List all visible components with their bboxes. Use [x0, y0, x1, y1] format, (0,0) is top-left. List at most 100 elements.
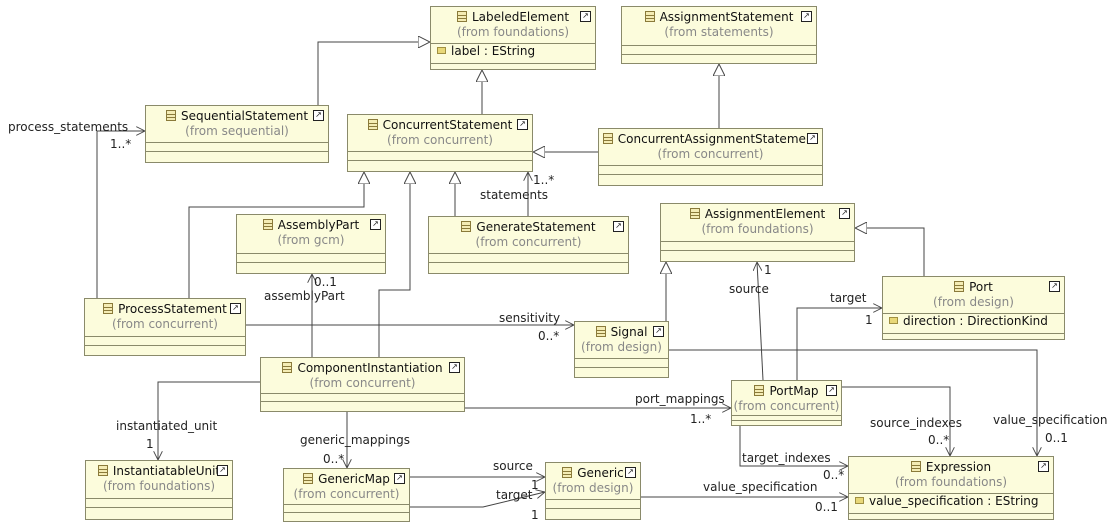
class-icon	[602, 133, 613, 144]
role-label: target	[830, 291, 867, 305]
class-icon	[456, 11, 467, 22]
assoc-source	[757, 262, 764, 381]
role-label: target	[496, 488, 533, 502]
class-icon	[644, 11, 655, 22]
role-label: source_indexes	[870, 416, 962, 430]
multiplicity-label: 1..*	[533, 173, 555, 187]
shortcut-link-icon[interactable]: ↗	[313, 110, 324, 121]
assoc-value-spec-signal	[669, 350, 1037, 456]
class-name: PortMap	[769, 384, 819, 398]
class-name: Signal	[610, 325, 648, 339]
multiplicity-label: 0..*	[823, 468, 845, 482]
class-icon	[367, 119, 378, 130]
package-label: (from concurrent)	[733, 399, 840, 413]
class-instantiatable-unit[interactable]: InstantiatableUnit(from foundations)↗	[85, 460, 233, 520]
attribute-icon	[855, 497, 864, 504]
attribute-row[interactable]: direction : DirectionKind	[883, 314, 1064, 329]
shortcut-link-icon[interactable]: ↗	[370, 219, 381, 230]
shortcut-link-icon[interactable]: ↗	[1038, 461, 1049, 472]
class-name: GenericMap	[318, 472, 390, 486]
role-label: source	[493, 459, 533, 473]
shortcut-link-icon[interactable]: ↗	[449, 362, 460, 373]
attribute-text: value_specification : EString	[869, 494, 1039, 508]
class-name: LabeledElement	[471, 10, 570, 24]
shortcut-link-icon[interactable]: ↗	[613, 221, 624, 232]
class-icon	[754, 385, 765, 396]
shortcut-link-icon[interactable]: ↗	[580, 11, 591, 22]
package-label: (from design)	[933, 295, 1014, 309]
multiplicity-label: 0..1	[314, 275, 337, 289]
class-generate-statement[interactable]: GenerateStatement(from concurrent) ↗	[428, 216, 629, 274]
shortcut-link-icon[interactable]: ↗	[1049, 281, 1060, 292]
attribute-icon	[437, 47, 446, 54]
class-icon	[910, 461, 921, 472]
multiplicity-label: 0..*	[538, 329, 560, 343]
package-label: (from concurrent)	[309, 376, 416, 390]
shortcut-link-icon[interactable]: ↗	[807, 133, 818, 144]
class-icon	[303, 473, 314, 484]
class-name: GenerateStatement	[476, 220, 596, 234]
class-concurrent-statement[interactable]: ConcurrentStatement(from concurrent)↗	[347, 114, 533, 172]
class-name: SequentialStatement	[180, 109, 309, 123]
class-expression[interactable]: Expression(from foundations) ↗ value_spec…	[848, 456, 1054, 520]
shortcut-link-icon[interactable]: ↗	[517, 119, 528, 130]
class-component-instantiation[interactable]: ComponentInstantiation(from concurrent) ↗	[260, 357, 465, 412]
class-name: AssignmentElement	[704, 207, 826, 221]
shortcut-link-icon[interactable]: ↗	[826, 385, 837, 396]
shortcut-link-icon[interactable]: ↗	[839, 208, 850, 219]
package-label: (from concurrent)	[475, 235, 582, 249]
multiplicity-label: 1	[531, 478, 539, 492]
package-label: (from design)	[581, 340, 662, 354]
assoc-instantiated-unit	[158, 381, 260, 460]
package-label: (from foundations)	[894, 475, 1008, 489]
class-name: ComponentInstantiation	[297, 361, 443, 375]
class-labeled-element[interactable]: LabeledElement(from foundations) ↗ label …	[430, 6, 596, 70]
class-name: AssemblyPart	[277, 218, 360, 232]
multiplicity-label: 0..1	[815, 500, 838, 514]
shortcut-link-icon[interactable]: ↗	[230, 303, 241, 314]
class-name: Expression	[925, 460, 992, 474]
class-name: InstantiatableUnit	[112, 464, 221, 478]
class-signal[interactable]: Signal(from design) ↗	[574, 321, 669, 378]
package-label: (from foundations)	[456, 25, 570, 39]
class-assignment-element[interactable]: AssignmentElement(from foundations)↗	[660, 203, 855, 262]
assoc-process-statements	[97, 131, 145, 298]
shortcut-link-icon[interactable]: ↗	[394, 473, 405, 484]
multiplicity-label: 0..*	[928, 433, 950, 447]
class-generic[interactable]: Generic(from design)↗	[545, 462, 641, 520]
multiplicity-label: 0..*	[323, 452, 345, 466]
shortcut-link-icon[interactable]: ↗	[625, 467, 636, 478]
gen-seq-to-labeled	[317, 42, 430, 105]
role-label: sensitivity	[499, 311, 561, 325]
class-port[interactable]: Port(from design) ↗ direction : Direction…	[882, 276, 1065, 340]
shortcut-link-icon[interactable]: ↗	[653, 326, 664, 337]
gen-process-to-concurrent	[188, 172, 364, 298]
class-assembly-part[interactable]: AssemblyPart(from gcm)↗	[236, 214, 386, 274]
class-icon	[262, 219, 273, 230]
assoc-gm-target	[410, 492, 545, 507]
class-icon	[103, 303, 114, 314]
class-process-statement[interactable]: ProcessStatement(from concurrent)↗	[84, 298, 246, 356]
class-assignment-statement[interactable]: AssignmentStatement(from statements) ↗	[621, 6, 817, 64]
class-sequential-statement[interactable]: SequentialStatement(from sequential) ↗	[145, 105, 329, 163]
role-label: generic_mappings	[300, 433, 410, 447]
class-icon	[282, 362, 293, 373]
class-generic-map[interactable]: GenericMap(from concurrent)↗	[283, 468, 410, 522]
role-label: process_statements	[8, 120, 129, 134]
package-label: (from foundations)	[102, 479, 216, 493]
class-name: ProcessStatement	[118, 302, 227, 316]
package-label: (from sequential)	[185, 124, 289, 138]
class-icon	[595, 326, 606, 337]
class-name: ConcurrentStatement	[382, 118, 513, 132]
class-icon	[97, 465, 108, 476]
class-name: AssignmentStatement	[659, 10, 794, 24]
class-port-map[interactable]: PortMap(from concurrent) ↗	[731, 380, 842, 426]
attribute-row[interactable]: value_specification : EString	[849, 494, 1053, 509]
class-name: Port	[969, 280, 993, 294]
shortcut-link-icon[interactable]: ↗	[801, 11, 812, 22]
class-concurrent-assignment-statement[interactable]: ConcurrentAssignmentStatement(from concu…	[598, 128, 823, 186]
attribute-row[interactable]: label : EString	[431, 44, 595, 59]
class-icon	[689, 208, 700, 219]
package-label: (from statements)	[664, 25, 774, 39]
shortcut-link-icon[interactable]: ↗	[217, 465, 228, 476]
